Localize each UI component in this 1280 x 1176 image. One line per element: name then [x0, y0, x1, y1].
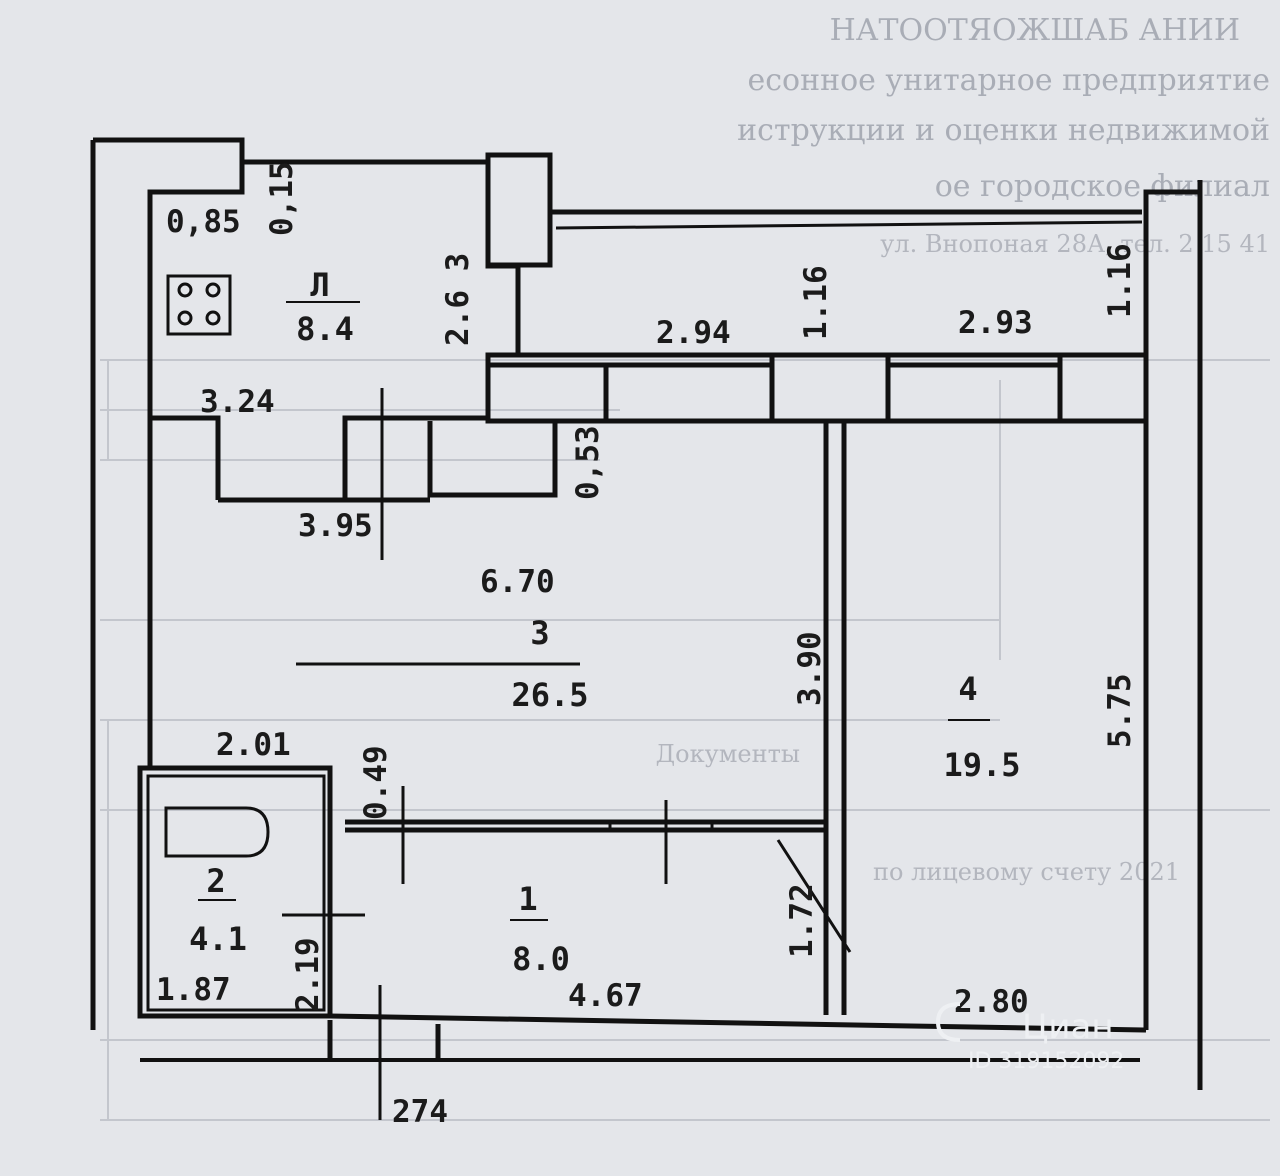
bathroom-area: 4.1: [189, 920, 247, 958]
dim-kitchen-height: 2.6 3: [440, 253, 476, 346]
dim-balcony-left-depth: 1.16: [798, 265, 834, 340]
watermark: Циан ID 319152092: [935, 1002, 1124, 1074]
stove-icon: [166, 274, 232, 336]
dim-bath-depth: 1.87: [156, 972, 231, 1008]
walls: [93, 137, 1200, 1120]
bg-line-5: ул. Внопоная 28А, тел. 2 15 41: [880, 230, 1270, 258]
bg-line-6: Документы: [656, 740, 800, 768]
dim-kitchen-top-gap: 0,15: [264, 161, 300, 236]
dim-corridor-width: 3.95: [298, 508, 373, 544]
dim-living-width: 6.70: [480, 564, 555, 600]
dim-living-depth: 3.90: [792, 631, 828, 706]
bg-line-3: иструкции и оценки недвижимой: [737, 113, 1270, 148]
kitchen-number: Л: [310, 266, 329, 304]
dim-balcony-right-width: 2.93: [958, 305, 1033, 341]
hall-area: 8.0: [512, 940, 570, 978]
dim-kitchen-width: 3.24: [200, 384, 275, 420]
living-number: 3: [530, 614, 549, 652]
dim-kitchen-top-left: 0,85: [166, 204, 241, 240]
watermark-brand: Циан: [1022, 1007, 1114, 1047]
living-area: 26.5: [511, 676, 588, 714]
hall-number: 1: [518, 880, 537, 918]
background-print: НАТООТЯОЖШАБ АНИИ есонное унитарное пред…: [100, 13, 1270, 1121]
watermark-id: ID 319152092: [968, 1049, 1124, 1074]
bedroom-area: 19.5: [943, 746, 1020, 784]
dim-hall-width: 4.67: [568, 978, 643, 1014]
bg-line-7: по лицевому счету 2021: [873, 858, 1180, 886]
boundary-lines: [90, 140, 1203, 1090]
bathroom-number: 2: [206, 862, 225, 900]
dim-balcony-left-width: 2.94: [656, 315, 731, 351]
dim-balcony-right-depth: 1.16: [1102, 243, 1138, 318]
dim-bedroom-length: 5.75: [1102, 673, 1138, 748]
bathtub-icon: [164, 806, 270, 858]
dim-bath-side: 2.19: [290, 937, 326, 1012]
dim-bath-width: 2.01: [216, 727, 291, 763]
bg-line-1: НАТООТЯОЖШАБ АНИИ: [830, 13, 1240, 48]
dim-bedroom-width: 2.80: [954, 984, 1029, 1020]
room-labels: Л 8.4 2 4.1 3 26.5 4 19.5 1 8.0: [189, 266, 1020, 978]
dim-hall-depth: 1.72: [784, 883, 820, 958]
dim-wall-thickness: 0.49: [358, 745, 394, 820]
bg-line-4: ое городское филиал: [935, 169, 1270, 204]
dim-doorway-depth: 0,53: [570, 425, 606, 500]
kitchen-area: 8.4: [296, 310, 354, 348]
bg-line-2: есонное унитарное предприятие: [747, 63, 1270, 98]
watermark-logo-icon: [935, 1002, 961, 1042]
dim-entry-width: 274: [392, 1094, 448, 1130]
dimension-labels: 0,85 0,15 2.6 3 3.24 2.94 1.16 2.93 1.16…: [156, 161, 1138, 1130]
bedroom-number: 4: [958, 670, 977, 708]
